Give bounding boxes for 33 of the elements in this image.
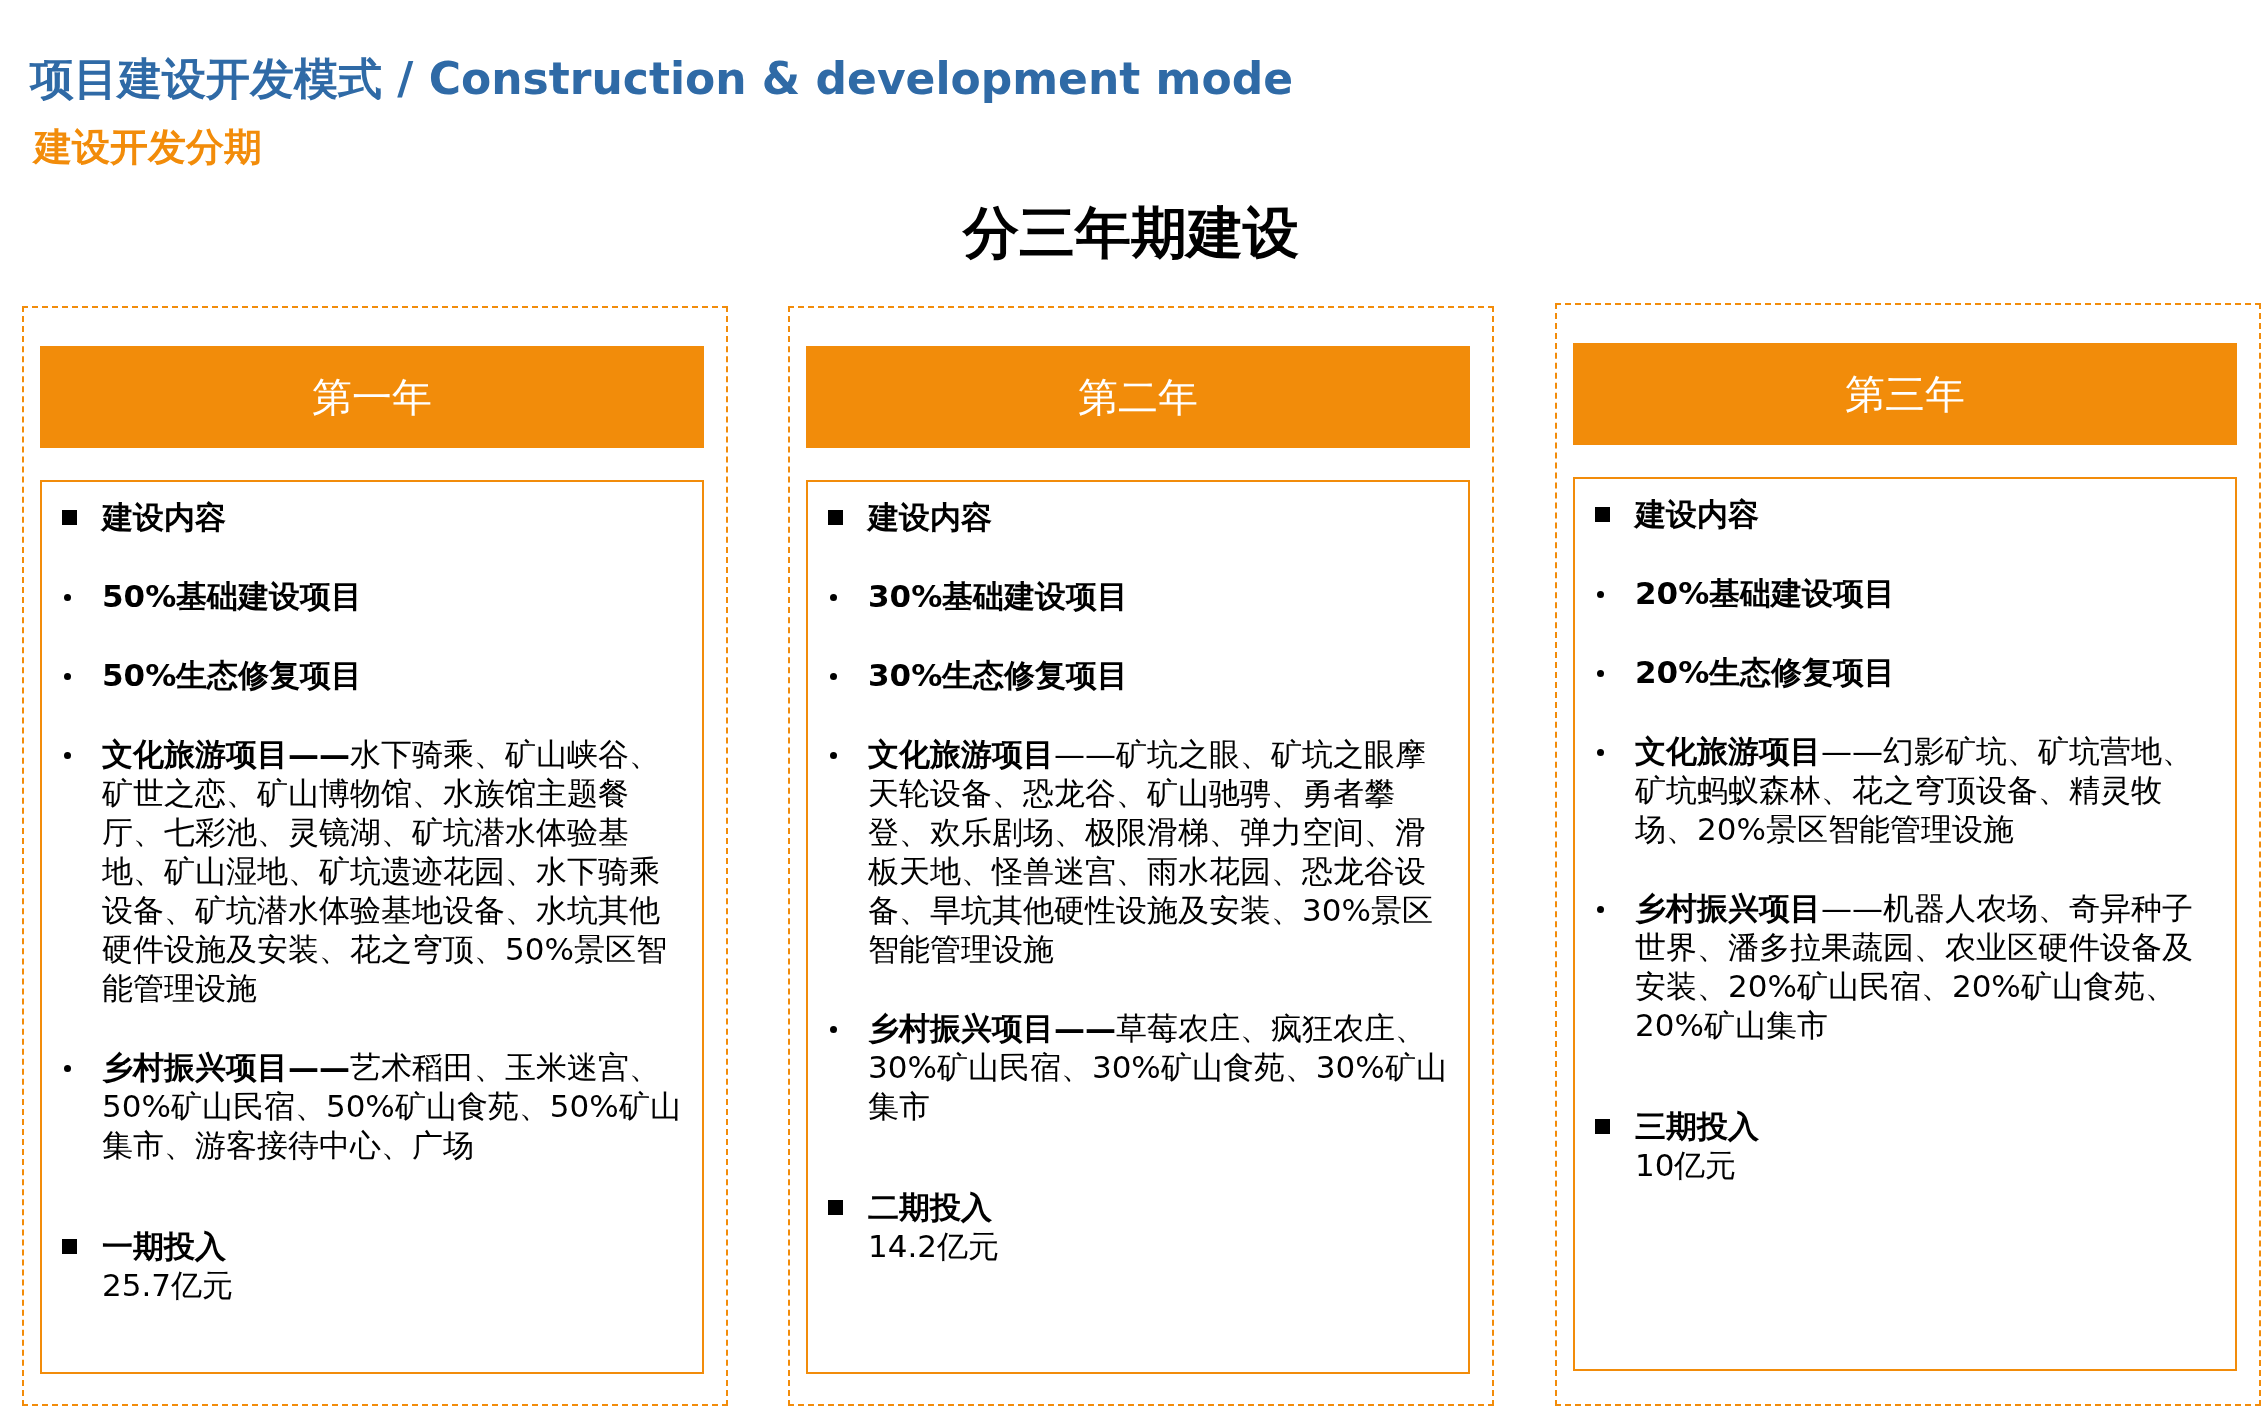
section-subtitle: 建设开发分期 — [34, 124, 262, 171]
bullet-item: 50%基础建设项目 — [42, 577, 702, 616]
section-heading: 建设内容 — [808, 498, 1468, 537]
bullet-item: 50%生态修复项目 — [42, 656, 702, 695]
year-banner: 第一年 — [40, 346, 704, 448]
bullet-item: 30%生态修复项目 — [808, 656, 1468, 695]
bullet-paragraph: 乡村振兴项目——机器人农场、奇异种子世界、潘多拉果蔬园、农业区硬件设备及安装、20%矿山民宿、20%矿山食苑、20%矿山集市 — [1575, 889, 2235, 1045]
section-heading: 三期投入 — [1575, 1107, 2235, 1146]
bullet-paragraph: 文化旅游项目——矿坑之眼、矿坑之眼摩天轮设备、恐龙谷、矿山驰骋、勇者攀登、欢乐剧场、极限滑梯、弹力空间、滑板天地、怪兽迷宫、雨水花园、恐龙谷设备、旱坑其他硬性设施及安装、30%景区智能管理设施 — [808, 735, 1468, 969]
bullet-paragraph: 文化旅游项目——水下骑乘、矿山峡谷、矿世之恋、矿山博物馆、水族馆主题餐厅、七彩池、灵镜湖、矿坑潜水体验基地、矿山湿地、矿坑遗迹花园、水下骑乘设备、矿坑潜水体验基地设备、水坑其他硬件设施及安装、花之穹顶、50%景区智能管理设施 — [42, 735, 702, 1008]
dashed-panel — [788, 306, 1494, 1406]
year-banner: 第二年 — [806, 346, 1470, 448]
section-heading: 一期投入 — [42, 1227, 702, 1266]
year-banner: 第三年 — [1573, 343, 2237, 445]
section-heading: 二期投入 — [808, 1188, 1468, 1227]
content-panel — [806, 480, 1470, 1374]
amount-text: 10亿元 — [1634, 1146, 1738, 1185]
amount-text: 25.7亿元 — [101, 1266, 235, 1305]
content-panel — [40, 480, 704, 1374]
bullet-item: 20%生态修复项目 — [1575, 653, 2235, 692]
content-panel — [1573, 477, 2237, 1371]
bullet-paragraph: 文化旅游项目——幻影矿坑、矿坑营地、矿坑蚂蚁森林、花之穹顶设备、精灵牧场、20%景区智能管理设施 — [1575, 732, 2235, 849]
bullet-paragraph: 乡村振兴项目——草莓农庄、疯狂农庄、30%矿山民宿、30%矿山食苑、30%矿山集市 — [808, 1009, 1468, 1126]
bullet-paragraph: 乡村振兴项目——艺术稻田、玉米迷宫、50%矿山民宿、50%矿山食苑、50%矿山集市、游客接待中心、广场 — [42, 1048, 702, 1165]
slide-title: 项目建设开发模式 / Construction & development mode — [30, 52, 1293, 106]
bullet-item: 20%基础建设项目 — [1575, 574, 2235, 613]
dashed-panel — [22, 306, 728, 1406]
section-heading: 建设内容 — [1575, 495, 2235, 534]
dashed-panel — [1555, 303, 2261, 1406]
section-heading: 建设内容 — [42, 498, 702, 537]
center-heading: 分三年期建设 — [961, 199, 1300, 267]
bullet-item: 30%基础建设项目 — [808, 577, 1468, 616]
amount-text: 14.2亿元 — [867, 1227, 1001, 1266]
